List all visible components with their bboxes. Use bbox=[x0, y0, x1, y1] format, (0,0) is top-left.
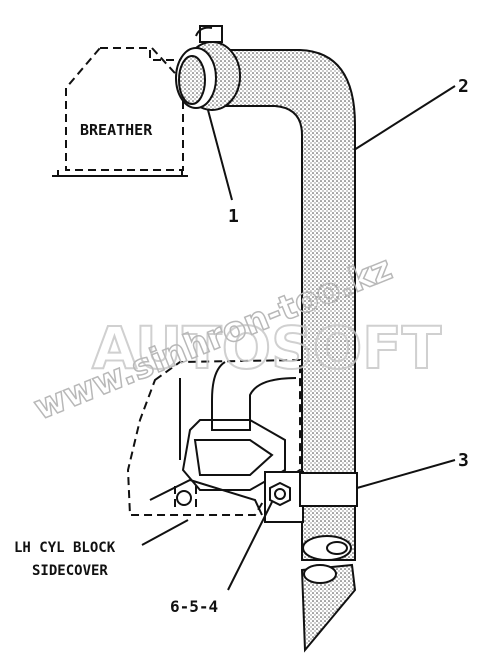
sidecover-label-line1: LH CYL BLOCK bbox=[14, 540, 116, 556]
breather-label: BREATHER bbox=[80, 121, 153, 139]
tube-assembly bbox=[223, 49, 357, 653]
breather-housing: BREATHER bbox=[52, 47, 188, 177]
callout-2: 2 bbox=[458, 76, 469, 97]
sidecover-label-line2: SIDECOVER bbox=[32, 563, 108, 579]
ref-code-label: 6-5-4 bbox=[170, 597, 218, 616]
tube-clip bbox=[264, 471, 358, 523]
hose-clamp bbox=[175, 25, 241, 111]
callout-3: 3 bbox=[458, 450, 469, 471]
cylinder-block-sidecover bbox=[126, 358, 301, 516]
leader-lines bbox=[141, 85, 456, 591]
bolt-head bbox=[269, 481, 291, 507]
callout-1: 1 bbox=[228, 206, 239, 227]
watermark-logo: AUTOSOFT bbox=[92, 314, 442, 382]
